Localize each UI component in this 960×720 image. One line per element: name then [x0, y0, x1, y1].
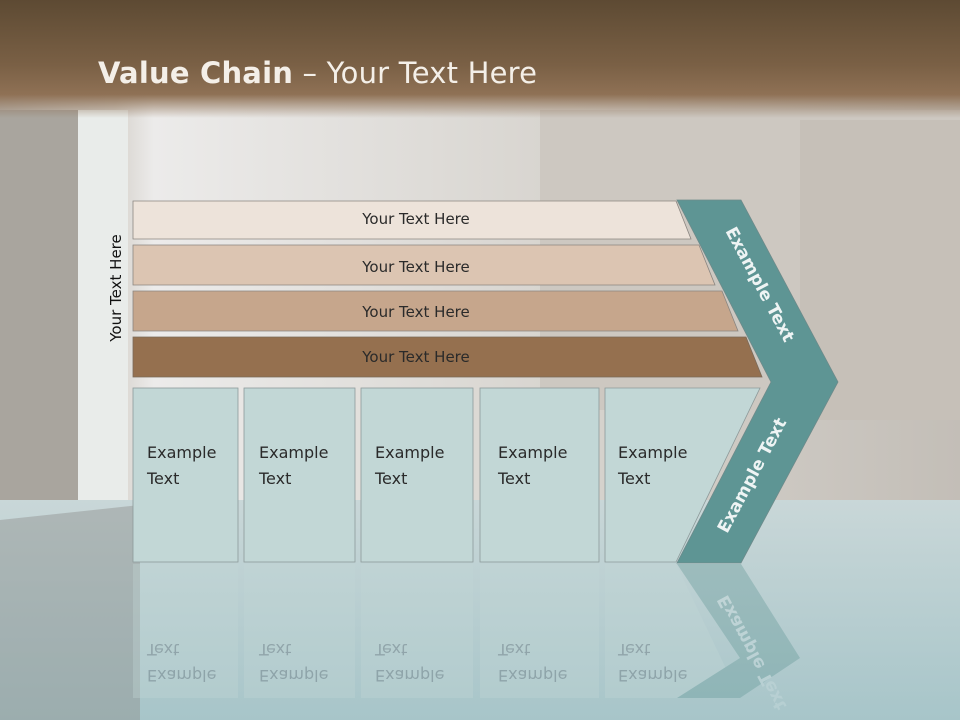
box-5-line2: Text	[617, 469, 650, 488]
reflection-box-4-line1: Example	[498, 666, 567, 685]
reflection-box-2-line1: Example	[259, 666, 328, 685]
box-4-line2: Text	[497, 469, 530, 488]
title-bold: Value Chain	[98, 56, 294, 90]
activity-box-5	[604, 387, 761, 563]
box-1-line1: Example	[147, 443, 216, 462]
box-4-line1: Example	[498, 443, 567, 462]
activity-box-1	[132, 387, 239, 563]
reflection-box-4-line2: Text	[497, 640, 530, 659]
activity-box-2	[243, 387, 356, 563]
reflection-box-3-line1: Example	[375, 666, 444, 685]
reflection-chevron	[677, 564, 800, 698]
activity-box-4	[479, 387, 600, 563]
box-3-line2: Text	[374, 469, 407, 488]
activity-box-3	[360, 387, 474, 563]
bar-1	[132, 200, 692, 240]
bar-4	[132, 336, 763, 378]
reflection-box-1-line1: Example	[147, 666, 216, 685]
reflection-box-5-line1: Example	[618, 666, 687, 685]
reflection-box-2	[244, 564, 355, 698]
bar-2-label: Your Text Here	[361, 258, 469, 276]
chevron-arrow	[676, 199, 839, 564]
bar-4-label: Your Text Here	[361, 348, 469, 366]
title-bar	[0, 0, 960, 118]
page-title: Value Chain – Your Text Here	[98, 56, 537, 90]
reflection-box-1	[133, 564, 238, 698]
bar-2	[132, 244, 716, 286]
reflection-box-2-line2: Text	[258, 640, 291, 659]
title-rest: – Your Text Here	[293, 56, 538, 90]
box-2-line2: Text	[258, 469, 291, 488]
reflection-box-4	[480, 564, 599, 698]
reflection-box-5-line2: Text	[617, 640, 650, 659]
box-2-line1: Example	[259, 443, 328, 462]
reflection-box-5	[605, 564, 740, 698]
bar-3-label: Your Text Here	[361, 303, 469, 321]
box-1-line2: Text	[146, 469, 179, 488]
box-5-line1: Example	[618, 443, 687, 462]
bar-1-label: Your Text Here	[361, 210, 469, 228]
box-3-line1: Example	[375, 443, 444, 462]
reflection-box-3	[361, 564, 473, 698]
diagram-reflection: Example Text Example Text Example Text E…	[133, 564, 800, 713]
bar-3	[132, 290, 739, 332]
reflection-box-1-line2: Text	[146, 640, 179, 659]
reflection-box-3-line2: Text	[374, 640, 407, 659]
